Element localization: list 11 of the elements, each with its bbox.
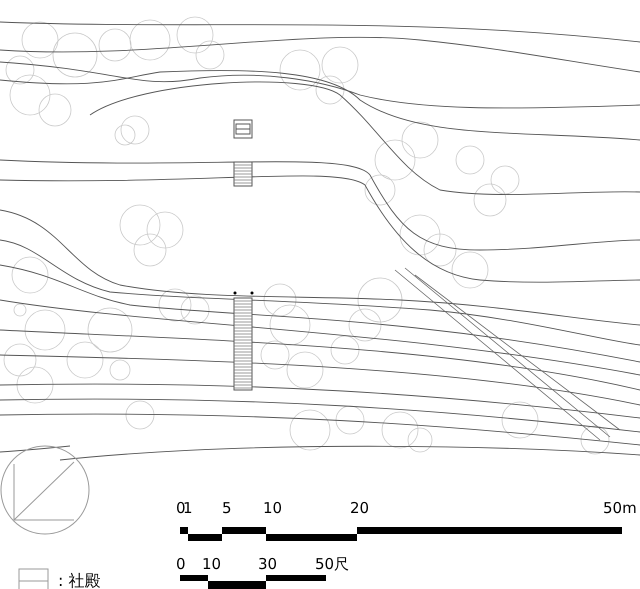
- scale-label: 10: [202, 556, 222, 573]
- scale-label: 50m: [603, 500, 637, 517]
- scale-label: 10: [263, 500, 282, 517]
- legend-label: : 社殿: [58, 572, 100, 589]
- scale-label: 1: [183, 500, 193, 517]
- scale-label: 0: [176, 500, 186, 517]
- scale-label: 20: [350, 500, 370, 517]
- scale-label: 50尺: [315, 556, 350, 573]
- scale-label: 30: [258, 556, 278, 573]
- scale-label: 5: [222, 500, 232, 517]
- scale-label: 0: [176, 556, 186, 573]
